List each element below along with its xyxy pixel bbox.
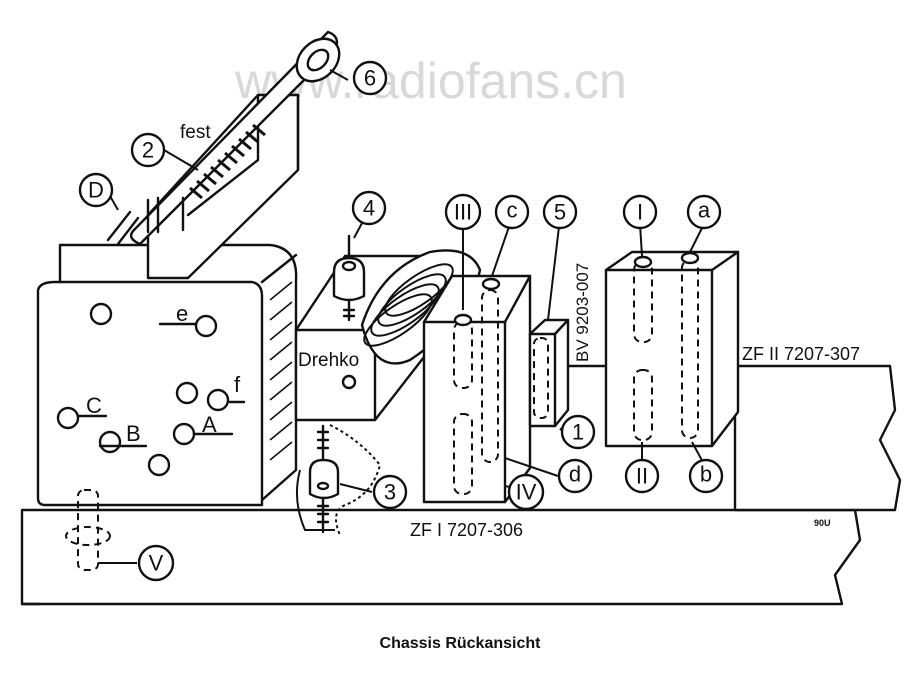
- core-IV: [453, 413, 473, 495]
- chassis-base-plate: [20, 364, 902, 606]
- svg-text:d: d: [569, 462, 581, 487]
- callout-d-upper: D: [78, 172, 114, 208]
- callout-iii: III: [444, 193, 482, 231]
- callout-3: 3: [372, 474, 408, 510]
- zf2-transformer: [604, 250, 740, 448]
- label-fest: fest: [180, 122, 211, 143]
- label-a: A: [202, 412, 217, 437]
- panel-hole: [175, 381, 199, 405]
- svg-text:II: II: [636, 464, 648, 489]
- drehko-capacitor: Drehko: [294, 249, 482, 422]
- label-drehko: Drehko: [298, 350, 359, 371]
- callout-a: a: [686, 194, 722, 230]
- label-c: C: [86, 393, 102, 418]
- callout-2: 2: [130, 132, 166, 168]
- bv-filter: [528, 318, 570, 428]
- svg-text:6: 6: [364, 66, 376, 91]
- panel-hole-c: [56, 406, 80, 430]
- dial-drive-assembly: fest: [106, 30, 341, 280]
- svg-text:5: 5: [554, 200, 566, 225]
- label-zf1: ZF I 7207-306: [410, 520, 523, 540]
- trimmer-3: [295, 424, 382, 536]
- label-e: e: [176, 301, 188, 326]
- label-bv: BV 9203-007: [573, 263, 592, 362]
- callout-b: b: [688, 458, 724, 494]
- label-small-mark: 90U: [814, 518, 831, 528]
- label-zf2: ZF II 7207-307: [742, 344, 860, 364]
- panel-hole-f: [206, 388, 230, 412]
- panel-hole: [89, 302, 113, 326]
- label-f: f: [234, 372, 241, 397]
- panel-hole-e: [194, 314, 218, 338]
- panel-hole-a: [172, 422, 196, 446]
- svg-text:c: c: [507, 198, 518, 223]
- callout-5: 5: [542, 194, 578, 230]
- svg-text:I: I: [637, 200, 643, 225]
- callout-iv: IV: [507, 473, 545, 511]
- callout-c: c: [494, 194, 530, 230]
- svg-text:III: III: [454, 200, 472, 225]
- main-unit-box: e f C B A: [36, 243, 298, 507]
- callout-4: 4: [351, 190, 387, 226]
- callout-v: V: [137, 544, 175, 582]
- mounting-bolt: [65, 489, 111, 571]
- svg-text:4: 4: [363, 196, 375, 221]
- svg-text:D: D: [88, 178, 104, 203]
- callout-i: I: [622, 194, 658, 230]
- label-b: B: [126, 421, 141, 446]
- callout-ii: II: [624, 458, 660, 494]
- drehko-shaft-hole: [341, 374, 357, 390]
- trimmer-4: [332, 234, 366, 322]
- zf1-transformer: [422, 274, 532, 504]
- svg-text:b: b: [700, 462, 712, 487]
- panel-hole-b: [98, 430, 122, 454]
- callout-d-lower: d: [557, 458, 593, 494]
- panel-hole: [147, 453, 171, 477]
- svg-text:V: V: [149, 551, 164, 576]
- figure-caption: Chassis Rückansicht: [380, 635, 542, 652]
- callout-1: 1: [560, 414, 596, 450]
- svg-text:1: 1: [572, 420, 584, 445]
- svg-text:IV: IV: [516, 480, 537, 505]
- callout-6: 6: [352, 60, 388, 96]
- svg-text:2: 2: [142, 138, 154, 163]
- svg-text:a: a: [698, 198, 711, 223]
- svg-text:3: 3: [384, 480, 396, 505]
- core-II: [633, 369, 653, 441]
